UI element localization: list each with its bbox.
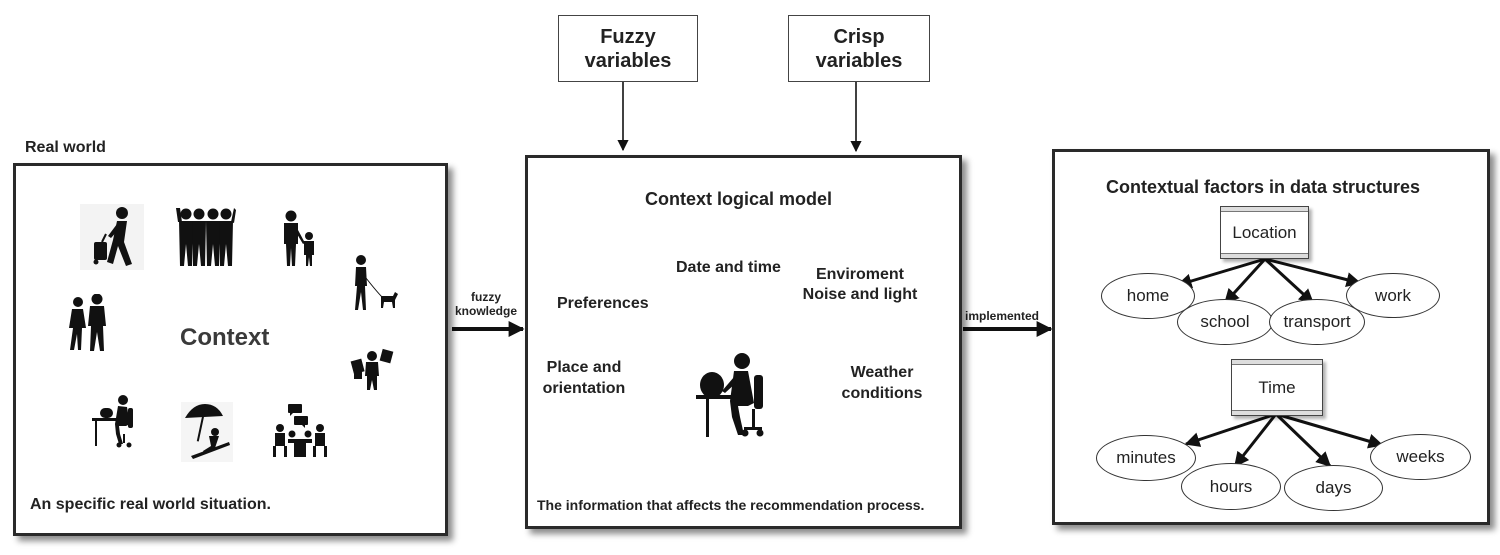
shopper-with-bags-icon [350,348,394,390]
factor-date-time: Date and time [676,259,781,276]
logical-model-title: Context logical model [645,189,833,209]
implemented-label: implemented [965,309,1040,323]
time-attr-days: days [1284,465,1383,511]
location-attr-work: work [1346,273,1440,318]
time-attr-hours: hours [1181,463,1281,510]
location-attr-school: school [1177,299,1273,345]
logical-model-panel: Context logical model The information th… [525,155,962,529]
location-attr-home: home [1101,273,1195,319]
factor-preferences: Preferences [557,295,649,312]
context-label: Context [180,324,270,351]
parent-with-child-icon [284,210,314,266]
factor-place: Place and orientation [536,357,632,399]
factor-environment-line1: Enviroment [815,266,904,283]
time-attr-weeks: weeks [1370,434,1471,480]
traveler-icon [80,204,144,270]
location-to-transport-arrow [1263,257,1315,305]
person-walking-dog-icon [355,255,398,310]
factor-environment: Enviroment Noise and light [790,265,930,305]
crisp-variables-box: Crisp variables [788,15,930,82]
logical-model-caption: The information that affects the recomme… [537,497,925,513]
factor-weather-line2: conditions [841,385,923,402]
location-attr-transport: transport [1269,299,1365,345]
fuzzy-variables-box: Fuzzy variables [558,15,698,82]
crisp-variables-line1: Crisp [833,25,885,48]
fuzzy-knowledge-line1: fuzzy [471,290,501,304]
couple-walking-icon [69,294,106,351]
location-to-school-arrow [1223,257,1267,305]
location-entity: Location [1220,206,1309,259]
person-at-computer-icon [92,395,133,448]
group-of-people-icon [176,208,236,266]
meeting-chat-icon [273,404,327,457]
time-to-hours-arrow [1233,413,1278,468]
real-world-caption: An specific real world situation. [30,496,271,513]
person-under-umbrella-icon [181,402,233,462]
location-entity-label: Location [1232,222,1297,242]
time-attr-minutes: minutes [1096,435,1196,481]
fuzzy-knowledge-line2: knowledge [454,304,517,318]
time-entity: Time [1231,359,1323,416]
factor-environment-line2: Noise and light [802,286,918,303]
data-structures-title: Contextual factors in data structures [1106,177,1421,197]
factor-place-line2: orientation [542,380,626,397]
crisp-variables-line2: variables [815,49,903,72]
fuzzy-knowledge-label: fuzzy knowledge [451,290,521,318]
factor-weather-line1: Weather [850,364,914,381]
user-at-computer-icon [696,353,764,437]
factor-place-line1: Place and [546,359,622,376]
time-to-minutes-arrow [1184,412,1277,447]
real-world-panel: Context An specific real world situation… [13,163,448,536]
factor-weather: Weather conditions [830,362,934,404]
time-to-days-arrow [1274,412,1332,468]
fuzzy-variables-line2: variables [584,49,672,72]
location-to-work-arrow [1264,257,1362,287]
time-entity-label: Time [1258,377,1296,397]
time-to-weeks-arrow [1275,412,1384,449]
fuzzy-variables-line1: Fuzzy [600,25,656,48]
real-world-heading: Real world [25,139,106,156]
location-to-home-arrow [1176,257,1266,289]
